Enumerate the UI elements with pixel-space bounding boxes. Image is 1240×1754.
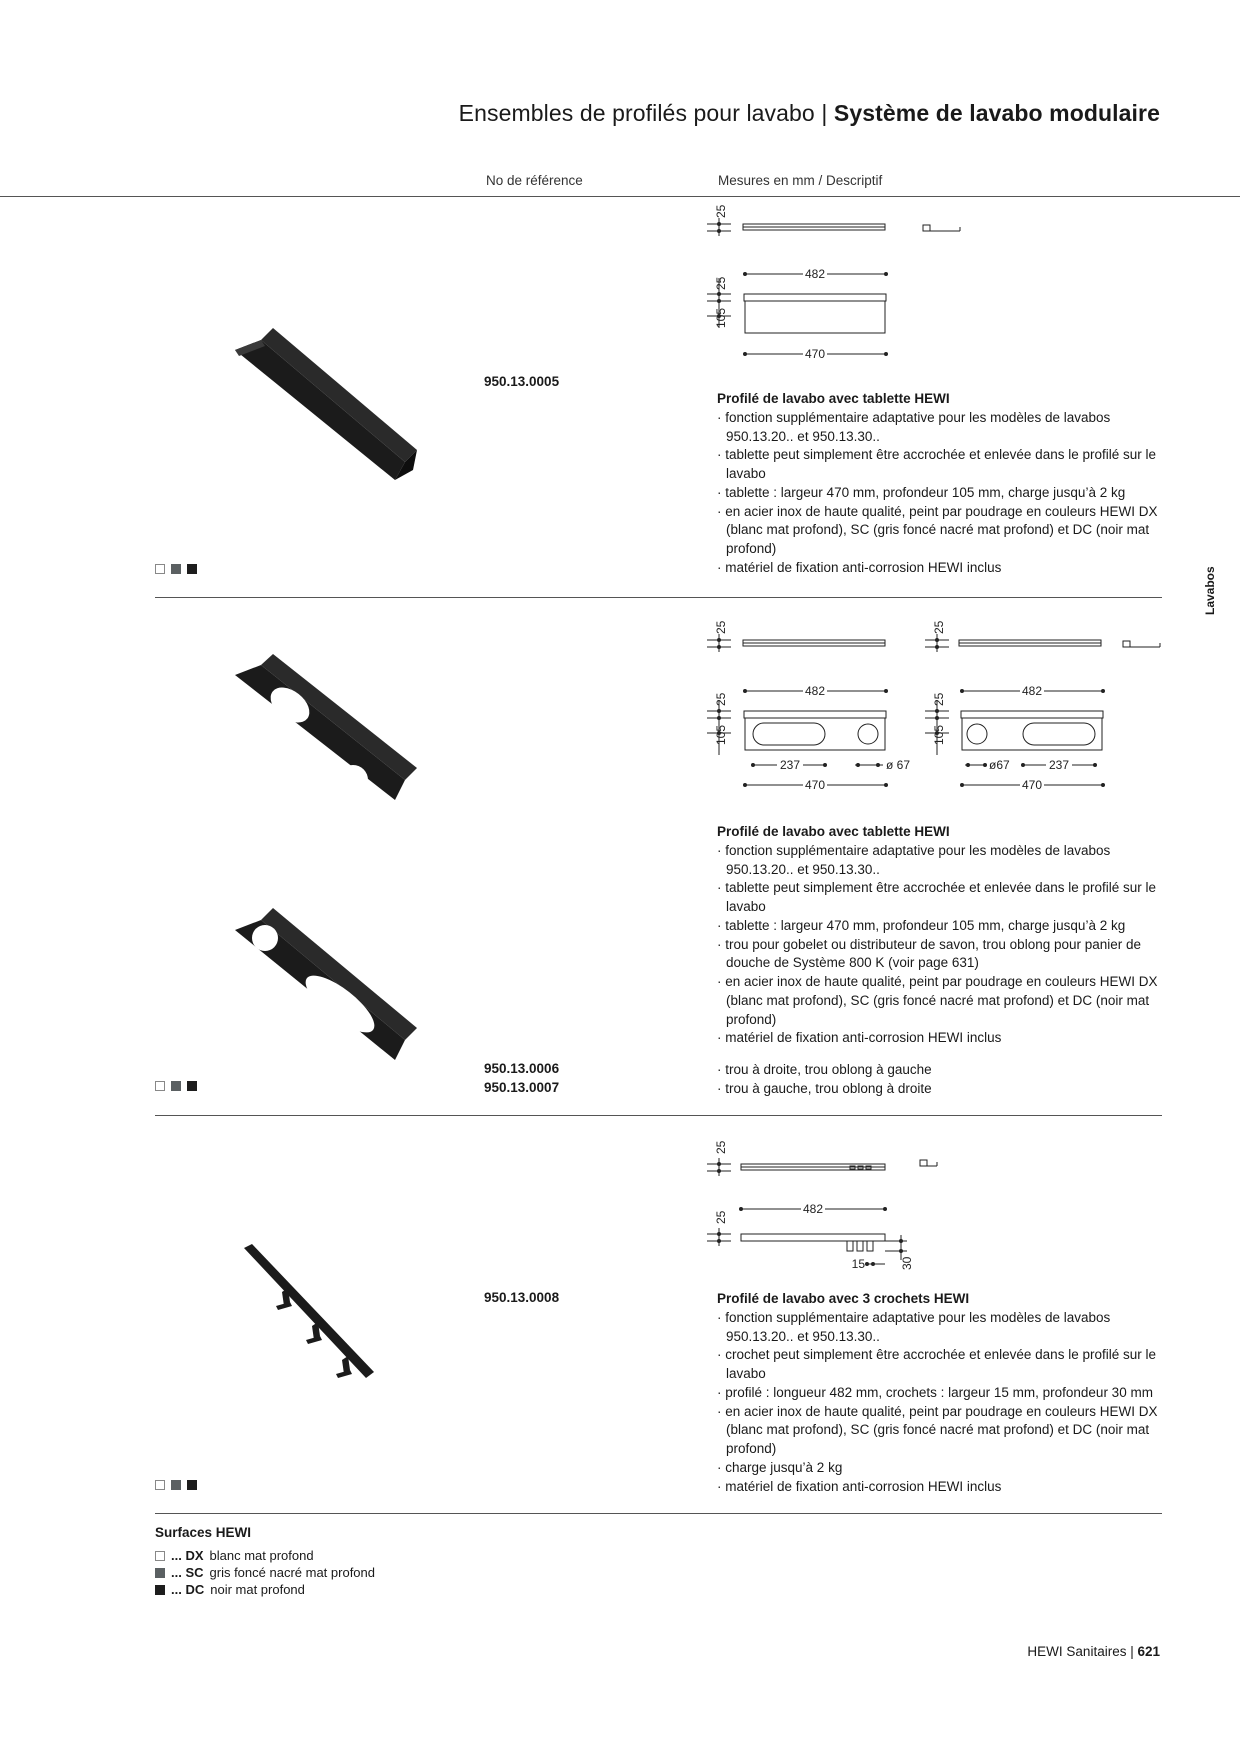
bullet: · crochet peut simplement être accrochée… bbox=[717, 1347, 1156, 1381]
dim-width-top-label: 482 bbox=[803, 1202, 823, 1216]
bullet: · tablette : largeur 470 mm, profondeur … bbox=[717, 484, 1126, 500]
product-title: Profilé de lavabo avec tablette HEWI bbox=[717, 824, 950, 839]
dim-height-label: 25 bbox=[714, 620, 728, 634]
ref-950-13-0008: 950.13.0008 bbox=[484, 1290, 560, 1305]
bullet: · matériel de fixation anti-corrosion HE… bbox=[717, 559, 1002, 575]
legend-label: blanc mat profond bbox=[209, 1548, 314, 1563]
product-image-shelf-hole-right bbox=[235, 654, 417, 800]
product-description-3: Profilé de lavabo avec 3 crochets HEWI ·… bbox=[717, 1290, 1162, 1496]
dim-slot-label: 237 bbox=[1049, 758, 1069, 772]
dimension-drawing-shelf-holes: 25 25 105 482 237 ø 67 470 25 25 105 482… bbox=[707, 620, 1161, 792]
product-image-shelf-hole-left bbox=[235, 908, 417, 1060]
legend-label: gris foncé nacré mat profond bbox=[209, 1565, 375, 1580]
swatch-sc bbox=[171, 564, 181, 574]
swatch-dx bbox=[155, 1081, 165, 1091]
bullet: · tablette : largeur 470 mm, profondeur … bbox=[717, 917, 1126, 933]
dimension-drawing-hook-rail: 25 25 482 15 30 bbox=[707, 1140, 938, 1271]
swatch-dc bbox=[187, 1480, 197, 1490]
dim-height-label-2: 25 bbox=[714, 276, 728, 290]
swatch-dx bbox=[155, 564, 165, 574]
swatch-dc bbox=[187, 564, 197, 574]
bullet: · profilé : longueur 482 mm, crochets : … bbox=[717, 1384, 1153, 1400]
product-description-2: Profilé de lavabo avec tablette HEWI · f… bbox=[717, 823, 1162, 1048]
dim-width-bottom-label: 470 bbox=[805, 347, 825, 361]
product-title: Profilé de lavabo avec tablette HEWI bbox=[717, 391, 950, 406]
legend-item-dc: ... DC noir mat profond bbox=[155, 1582, 305, 1597]
variant-1: · trou à droite, trou oblong à gauche bbox=[717, 1062, 932, 1077]
dim-height-label: 25 bbox=[932, 620, 946, 634]
column-header-measure: Mesures en mm / Descriptif bbox=[718, 173, 883, 188]
bullet: · en acier inox de haute qualité, peint … bbox=[717, 1403, 1158, 1457]
legend-label: noir mat profond bbox=[210, 1582, 305, 1597]
swatch-sc bbox=[171, 1480, 181, 1490]
footer-brand: HEWI Sanitaires | bbox=[1027, 1644, 1138, 1659]
page-title: Ensembles de profilés pour lavabo | Syst… bbox=[300, 100, 1160, 127]
dim-height-label-2: 25 bbox=[714, 1210, 728, 1224]
page-number: 621 bbox=[1137, 1644, 1160, 1659]
swatch-sc bbox=[171, 1081, 181, 1091]
product-image-shelf bbox=[235, 328, 417, 480]
dim-hook-width-label: 15 bbox=[852, 1257, 866, 1271]
row-divider bbox=[155, 1513, 1162, 1514]
dim-height-label-2: 25 bbox=[714, 692, 728, 706]
side-tab-lavabos: Lavabos bbox=[1203, 566, 1217, 615]
bullet: · tablette peut simplement être accroché… bbox=[717, 447, 1156, 481]
legend-item-sc: ... SC gris foncé nacré mat profond bbox=[155, 1565, 375, 1580]
dim-depth-label: 105 bbox=[714, 725, 728, 745]
dim-hook-depth-label: 30 bbox=[900, 1256, 914, 1270]
dim-height-label: 25 bbox=[714, 204, 728, 218]
swatch-dc bbox=[187, 1081, 197, 1091]
page-footer: HEWI Sanitaires | 621 bbox=[1027, 1644, 1160, 1659]
product-image-hook-rail bbox=[244, 1244, 374, 1378]
bullet: · trou pour gobelet ou distributeur de s… bbox=[717, 936, 1142, 971]
legend-code: ... DC bbox=[171, 1582, 205, 1597]
ref-950-13-0007: 950.13.0007 bbox=[484, 1080, 560, 1095]
variant-2: · trou à gauche, trou oblong à droite bbox=[717, 1080, 932, 1096]
header-divider bbox=[0, 196, 1240, 197]
bullet: · en acier inox de haute qualité, peint … bbox=[717, 974, 1158, 1027]
bullet: · en acier inox de haute qualité, peint … bbox=[717, 503, 1158, 557]
page-title-bold: Système de lavabo modulaire bbox=[833, 100, 1160, 126]
dim-slot-label: 237 bbox=[780, 758, 800, 772]
dim-height-label: 25 bbox=[714, 1140, 728, 1154]
ref-950-13-0006: 950.13.0006 bbox=[484, 1061, 560, 1076]
bullet: · tablette peut simplement être accroché… bbox=[717, 880, 1156, 914]
product-title: Profilé de lavabo avec 3 crochets HEWI bbox=[717, 1291, 970, 1306]
bullet: · fonction supplémentaire adaptative pou… bbox=[717, 409, 1111, 444]
bullet: · fonction supplémentaire adaptative pou… bbox=[717, 842, 1111, 877]
bullet: · fonction supplémentaire adaptative pou… bbox=[717, 1309, 1111, 1344]
dim-depth-label: 105 bbox=[932, 725, 946, 745]
bullet: · matériel de fixation anti-corrosion HE… bbox=[717, 1478, 1002, 1494]
variant-descriptions: · trou à droite, trou oblong à gauche · … bbox=[717, 1061, 1162, 1099]
column-header-ref: No de référence bbox=[486, 173, 583, 188]
dim-hole-label: ø 67 bbox=[886, 758, 910, 772]
dim-width-bottom-label: 470 bbox=[805, 778, 825, 792]
color-swatches bbox=[155, 1081, 197, 1091]
color-swatches bbox=[155, 564, 197, 574]
swatch-dx bbox=[155, 1480, 165, 1490]
dim-depth-label: 105 bbox=[714, 308, 728, 328]
legend-code: ... SC bbox=[171, 1565, 204, 1580]
bullet: · charge jusqu’à 2 kg bbox=[717, 1459, 843, 1475]
swatch-dx bbox=[155, 1550, 165, 1561]
row-divider bbox=[155, 1115, 1162, 1116]
ref-950-13-0005: 950.13.0005 bbox=[484, 374, 560, 389]
legend-code: ... DX bbox=[171, 1548, 204, 1563]
product-description-1: Profilé de lavabo avec tablette HEWI · f… bbox=[717, 390, 1162, 578]
dimension-drawing-shelf: 25 25 105 482 470 bbox=[707, 204, 961, 361]
dim-width-top-label: 482 bbox=[805, 684, 825, 698]
swatch-sc bbox=[155, 1567, 165, 1578]
color-swatches bbox=[155, 1480, 197, 1490]
swatch-dc bbox=[155, 1584, 165, 1595]
page-title-light: Ensembles de profilés pour lavabo | bbox=[458, 100, 834, 126]
dim-hole-label: ø67 bbox=[989, 758, 1010, 772]
legend-title: Surfaces HEWI bbox=[155, 1525, 252, 1540]
legend-item-dx: ... DX blanc mat profond bbox=[155, 1548, 314, 1563]
dim-height-label-2: 25 bbox=[932, 692, 946, 706]
dim-width-top-label: 482 bbox=[1022, 684, 1042, 698]
dim-width-bottom-label: 470 bbox=[1022, 778, 1042, 792]
dim-width-top-label: 482 bbox=[805, 267, 825, 281]
bullet: · matériel de fixation anti-corrosion HE… bbox=[717, 1030, 1002, 1046]
row-divider bbox=[155, 597, 1162, 598]
